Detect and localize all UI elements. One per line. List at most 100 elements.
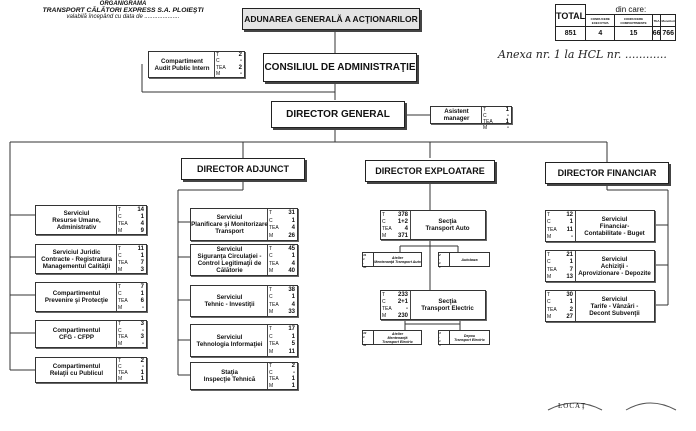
count-t: 378 xyxy=(397,211,408,218)
count-c: 1 xyxy=(291,253,295,260)
unit-name: Serviciul Financiar- Contabilitate - Bug… xyxy=(584,215,645,237)
totals-value: 15 xyxy=(614,26,653,41)
count-key-t: T xyxy=(547,251,551,258)
count-m: 26 xyxy=(288,233,295,240)
count-key-c: C xyxy=(269,294,273,301)
count-key-t: T xyxy=(269,245,273,252)
totals-table: TOTAL din care: CONDUCERE EXECUTIVA COND… xyxy=(554,4,676,41)
count-c: 1 xyxy=(569,259,573,266)
count-tea: 6 xyxy=(140,297,144,304)
count-key-m: M xyxy=(269,382,274,389)
count-m: 1 xyxy=(439,265,441,269)
count-tea: 11 xyxy=(566,226,573,233)
count-key-t: T xyxy=(547,291,551,298)
unit-name: Serviciul Achiziţii - Aprovizionare - De… xyxy=(578,255,651,277)
count-c: 1 xyxy=(140,252,144,259)
count-t: 45 xyxy=(288,245,295,252)
count-c: 1 xyxy=(569,219,573,226)
count-c: 1 xyxy=(291,294,295,301)
ca-box: CONSILIUL DE ADMINISTRAŢIE xyxy=(263,53,417,82)
count-key-t: T xyxy=(118,206,122,213)
count-m: - xyxy=(507,125,509,131)
unit-name: Serviciul Planificare şi Monitorizare Tr… xyxy=(191,214,268,235)
totals-col-m: Muncitori xyxy=(660,14,676,27)
count-key-tea: TEA xyxy=(269,301,279,308)
count-key-tea: TEA xyxy=(118,259,128,266)
count-tea: 4 xyxy=(291,301,295,308)
count-key-c: C xyxy=(118,327,122,334)
count-c: - xyxy=(507,113,509,119)
count-key-c: C xyxy=(547,219,551,226)
director-adjunct-box: DIRECTOR ADJUNCT xyxy=(181,158,305,180)
count-key-m: M xyxy=(382,232,387,239)
count-c: 1 xyxy=(569,299,573,306)
count-tea: - xyxy=(363,261,364,265)
org-title: ORGANIGRAMA xyxy=(99,1,147,7)
count-key-t: T xyxy=(269,286,273,293)
unit-name: Autobaza xyxy=(461,257,478,262)
count-t: 17 xyxy=(288,325,295,332)
org-header: ORGANIGRAMA TRANSPORT CĂLĂTORI EXPRESS S… xyxy=(8,1,238,20)
count-m: 13 xyxy=(566,274,573,281)
valid-from: valabilă începând cu data de ...........… xyxy=(66,14,180,20)
count-m: 42 xyxy=(363,343,367,347)
count-tea: 1 xyxy=(439,339,441,343)
count-tea: 7 xyxy=(140,259,144,266)
count-t: 30 xyxy=(566,291,573,298)
count-tea: 4 xyxy=(291,260,295,267)
count-t: 7 xyxy=(140,283,144,290)
unit-name: Depou Transport Electric xyxy=(454,333,485,342)
count-key-m: M xyxy=(216,70,221,77)
count-key-m: M xyxy=(118,376,123,382)
count-m: 3 xyxy=(140,266,144,273)
count-c: - xyxy=(439,257,440,261)
count-key-t: T xyxy=(382,211,386,218)
unit-name: Serviciul Tarife - Vânzări - Decont Subv… xyxy=(589,295,640,317)
dg-box: DIRECTOR GENERAL xyxy=(271,101,405,128)
count-c: 1 xyxy=(291,333,295,340)
count-t: 2 xyxy=(238,52,242,59)
count-tea: 1 xyxy=(140,370,144,376)
count-key-c: C xyxy=(269,333,273,340)
count-m: 11 xyxy=(288,349,295,356)
stamp-text: LOCAŢ xyxy=(558,402,587,410)
count-key-c: C xyxy=(382,298,386,305)
unit-name: Asistent manager xyxy=(443,108,470,122)
count-key-m: M xyxy=(269,268,274,275)
count-c: 1 xyxy=(140,213,144,220)
count-t: 2 xyxy=(291,363,295,370)
count-c: 1 xyxy=(363,335,365,339)
director-exploatare-box: DIRECTOR EXPLOATARE xyxy=(365,160,495,182)
count-key-tea: TEA xyxy=(118,220,128,227)
count-key-tea: TEA xyxy=(269,260,279,267)
count-key-c: C xyxy=(269,369,273,376)
count-key-tea: TEA xyxy=(216,64,226,71)
count-t: 14 xyxy=(137,206,144,213)
unit-name: Compartimentul Relaţii cu Publicul xyxy=(49,363,104,377)
count-key-tea: TEA xyxy=(547,306,557,313)
totals-value: 851 xyxy=(554,26,587,41)
totals-col-cc: CONDUCERE COMPARTIMENTE xyxy=(614,14,653,27)
count-key-c: C xyxy=(547,299,551,306)
count-key-c: C xyxy=(269,217,273,224)
count-key-t: T xyxy=(118,321,122,328)
count-tea: 1 xyxy=(505,119,509,125)
count-tea: 5 xyxy=(291,341,295,348)
count-c: - xyxy=(240,58,242,65)
